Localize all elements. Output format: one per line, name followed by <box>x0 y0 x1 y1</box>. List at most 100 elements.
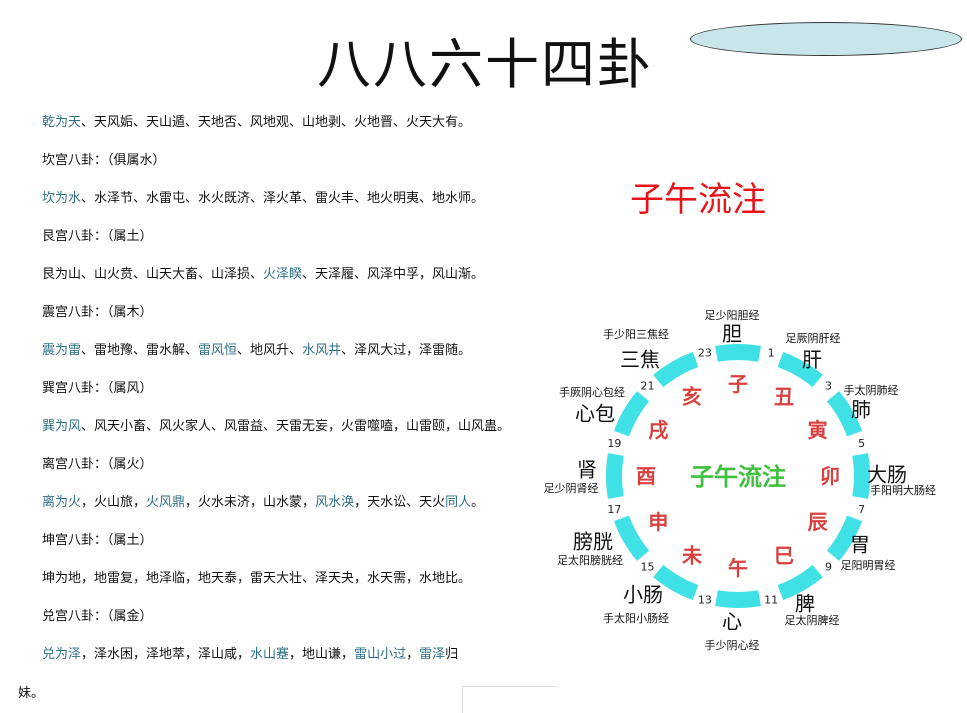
hour-label: 7 <box>858 503 865 516</box>
branch-label: 卯 <box>820 464 840 488</box>
hexagram-link[interactable]: 风水涣 <box>315 495 355 510</box>
organ-label: 肾 <box>577 457 597 482</box>
hexagram-link[interactable]: 同人 <box>445 495 472 510</box>
text-line: 艮宫八卦：（属土） <box>42 225 153 244</box>
text-line: 坎为水、水泽节、水雷屯、水火既济、泽火革、雷火丰、地火明夷、地水师。 <box>42 187 484 206</box>
hexagram-link[interactable]: 兑为泽 <box>42 647 82 662</box>
hexagram-link[interactable]: 巽为风 <box>42 419 82 434</box>
hexagram-link[interactable]: 水山蹇 <box>250 647 290 662</box>
text-line: 震为雷、雷地豫、雷水解、雷风恒、地风升、水风井、泽风大过，泽雷随。 <box>42 339 471 358</box>
hour-label: 1 <box>768 346 775 359</box>
meridian-label: 手阳明大肠经 <box>870 484 936 497</box>
organ-label: 三焦 <box>620 347 660 372</box>
meridian-label: 手太阳小肠经 <box>603 612 669 625</box>
text-line: 兑宫八卦：（属金） <box>42 605 153 624</box>
page-title: 八八六十四卦 <box>317 33 653 96</box>
hexagram-link[interactable]: 火泽睽 <box>263 267 303 282</box>
hour-segment <box>653 564 699 601</box>
text-segment: 离宫八卦：（属火） <box>42 457 153 472</box>
hexagram-link[interactable]: 雷泽 <box>419 647 446 662</box>
hexagram-link[interactable]: 水风井 <box>302 343 342 358</box>
hour-label: 19 <box>607 437 621 450</box>
hexagram-link[interactable]: 火风鼎 <box>146 495 186 510</box>
oval-shape[interactable] <box>690 22 962 56</box>
text-segment: 、天风姤、天山遁、天地否、风地观、山地剥、火地晋、火天大有。 <box>81 115 472 130</box>
text-segment: 艮为山、山火贲、山天大畜、山泽损、 <box>42 267 264 282</box>
text-line: 震宫八卦：（属木） <box>42 301 153 320</box>
organ-label: 大肠 <box>867 462 907 487</box>
organ-label: 胆 <box>722 321 742 346</box>
organ-label: 心 <box>722 609 742 634</box>
hour-label: 17 <box>607 503 621 516</box>
hour-label: 11 <box>764 594 778 607</box>
meridian-label: 手太阴肺经 <box>843 384 899 397</box>
text-line: 离宫八卦：（属火） <box>42 453 153 472</box>
text-segment: 、风天小畜、风火家人、风雷益、天雷无妄，火雷噬嗑，山雷颐，山风蛊。 <box>81 419 511 434</box>
text-line: 艮为山、山火贲、山天大畜、山泽损、火泽睽、天泽履、风泽中孚，风山渐。 <box>42 263 484 282</box>
branch-label: 酉 <box>636 464 656 488</box>
hour-segment <box>826 391 863 437</box>
text-segment: 震宫八卦：（属木） <box>42 305 153 320</box>
hour-segment <box>606 453 624 499</box>
hour-segment <box>826 515 863 561</box>
text-segment: 艮宫八卦：（属土） <box>42 229 153 244</box>
hexagram-link[interactable]: 离为火 <box>42 495 82 510</box>
text-segment: 兑宫八卦：（属金） <box>42 609 153 624</box>
hour-label: 21 <box>640 379 654 392</box>
hexagram-link[interactable]: 坎为水 <box>42 191 82 206</box>
text-segment: 、地风升、 <box>237 343 303 358</box>
text-segment: 坎宫八卦：（俱属水） <box>42 153 166 168</box>
text-segment: ，火山旅， <box>81 495 147 510</box>
branch-label: 辰 <box>808 510 829 534</box>
hour-segment <box>777 564 823 601</box>
hour-label: 13 <box>698 594 712 607</box>
text-line: 巽宫八卦：（属风） <box>42 377 153 396</box>
meridian-label: 足厥阴肝经 <box>785 332 841 345</box>
hexagram-link[interactable]: 雷风恒 <box>198 343 238 358</box>
organ-label: 肺 <box>851 397 871 422</box>
branch-label: 寅 <box>808 418 828 442</box>
hexagram-link[interactable]: 震为雷 <box>42 343 82 358</box>
hour-label: 5 <box>858 437 865 450</box>
branch-label: 巳 <box>774 544 794 568</box>
text-segment: 。 <box>471 495 485 510</box>
meridian-label: 手厥阴心包经 <box>559 386 625 399</box>
organ-label: 胃 <box>850 532 870 557</box>
branch-label: 未 <box>682 544 702 568</box>
hour-label: 9 <box>825 561 832 574</box>
text-segment: 归 <box>445 647 459 662</box>
hour-segment <box>653 351 699 388</box>
meridian-label: 手少阴心经 <box>704 639 760 652</box>
text-segment: 、天泽履、风泽中孚，风山渐。 <box>302 267 485 282</box>
organ-label: 心包 <box>575 401 615 426</box>
hour-segment <box>613 515 650 561</box>
hour-segment <box>777 351 823 388</box>
text-segment: ，火水未济，山水蒙， <box>185 495 316 510</box>
hexagram-link[interactable]: 乾为天 <box>42 115 82 130</box>
text-segment: 、雷地豫、雷水解、 <box>81 343 199 358</box>
text-segment: 、泽风大过，泽雷随。 <box>341 343 472 358</box>
text-segment: 坤宫八卦：（属土） <box>42 533 153 548</box>
hexagram-link[interactable]: 雷山小过 <box>354 647 407 662</box>
meridian-label: 足阳明胃经 <box>840 559 896 572</box>
bottom-box <box>462 686 558 713</box>
text-segment: 、水泽节、水雷屯、水火既济、泽火革、雷火丰、地火明夷、地水师。 <box>81 191 485 206</box>
branch-label: 申 <box>648 510 668 534</box>
branch-label: 丑 <box>774 384 794 408</box>
text-line: 离为火，火山旅，火风鼎，火水未济，山水蒙，风水涣，天水讼、天火同人。 <box>42 491 484 510</box>
text-line: 坤宫八卦：（属土） <box>42 529 153 548</box>
hour-segment <box>715 344 761 362</box>
meridian-label: 足太阳膀胱经 <box>557 554 623 567</box>
text-segment: 巽宫八卦：（属风） <box>42 381 153 396</box>
text-segment: ， <box>406 647 420 662</box>
text-line: 乾为天、天风姤、天山遁、天地否、风地观、山地剥、火地晋、火天大有。 <box>42 111 471 130</box>
hour-segment <box>852 453 870 499</box>
text-segment: 坤为地，地雷复，地泽临，地天泰，雷天大壮、泽天夬，水天需，水地比。 <box>42 571 472 586</box>
organ-label: 肝 <box>802 347 822 372</box>
hour-segment <box>613 391 650 437</box>
center-label: 子午流注 <box>690 463 786 491</box>
meridian-label: 手少阳三焦经 <box>603 328 669 341</box>
meridian-label: 足太阴脾经 <box>784 614 840 627</box>
